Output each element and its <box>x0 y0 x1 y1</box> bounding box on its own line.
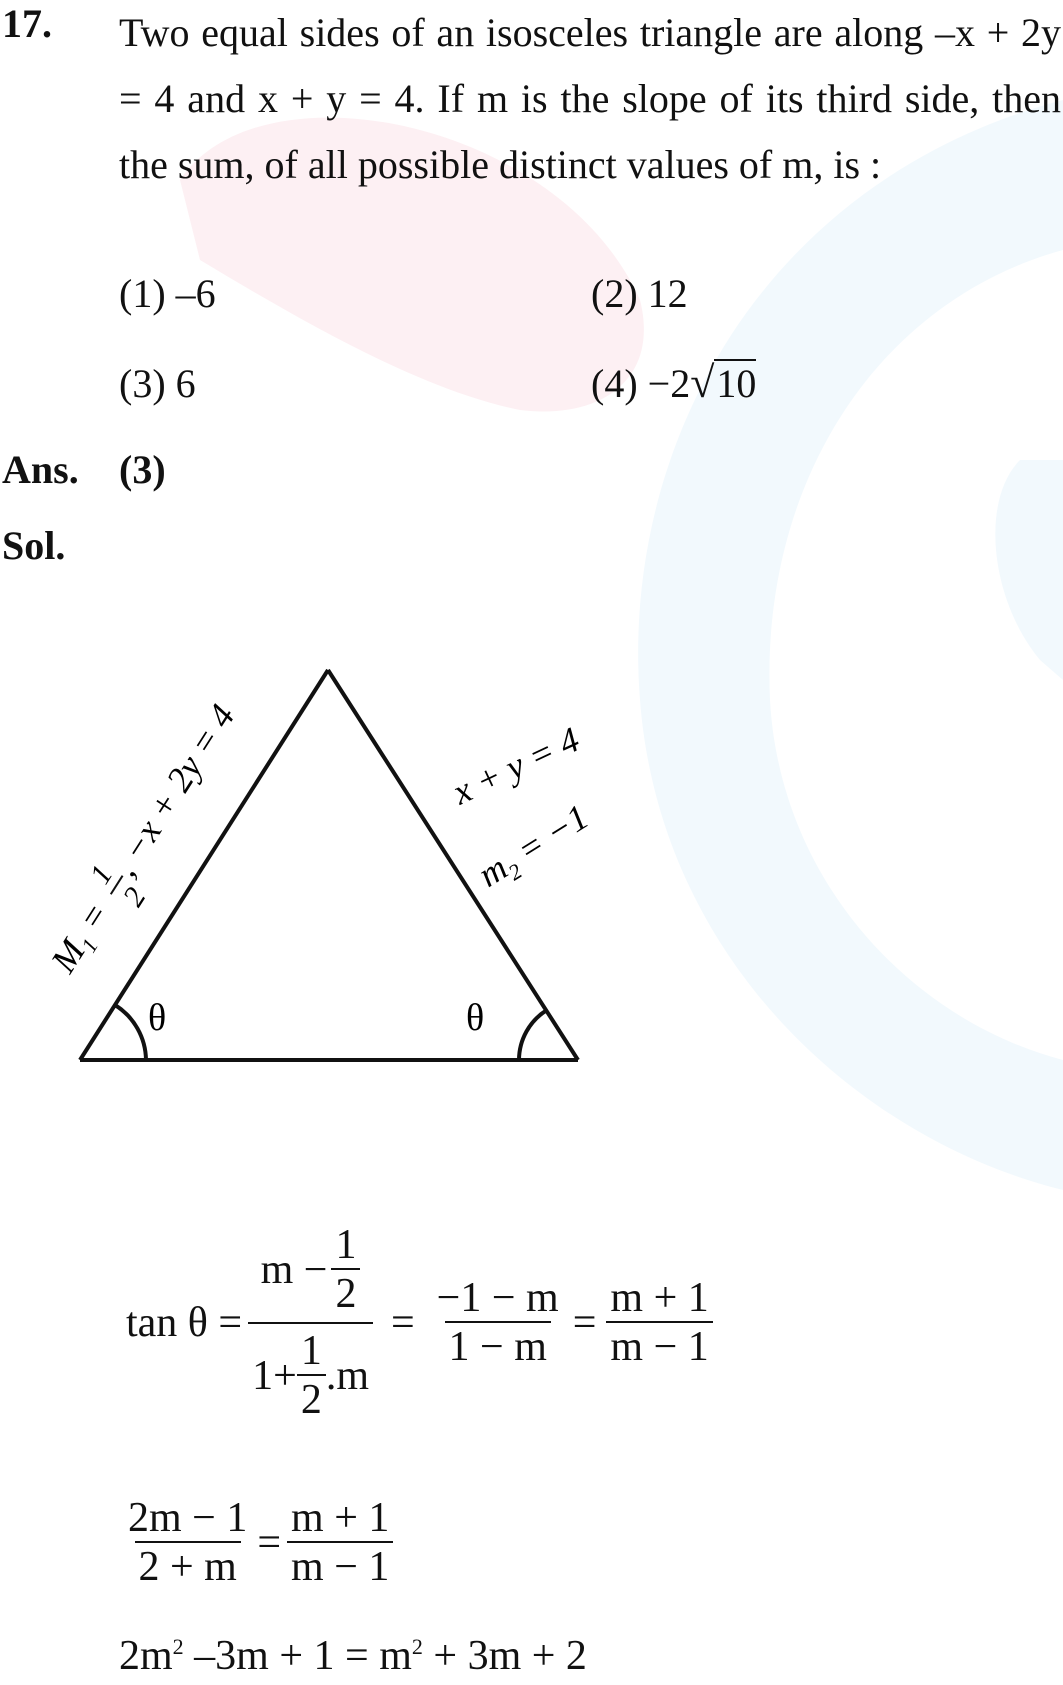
option-label: (3) <box>119 361 166 406</box>
solution-label: Sol. <box>2 523 66 568</box>
right-side <box>326 668 580 1062</box>
eq1-f2-denominator: 1 − m <box>444 1320 551 1371</box>
eq1-f1-numerator: m − 1 2 <box>257 1222 365 1322</box>
angle-arc-right <box>517 1008 549 1061</box>
eq2-equals: = <box>257 1520 282 1566</box>
eq1-fraction-3: m + 1 m − 1 <box>606 1274 713 1371</box>
option-2: (2) 12 <box>591 270 688 317</box>
eq1-equals-2: = <box>572 1300 597 1346</box>
triangle-figure: θ θ M1 = 1 2 , −x + 2y = 4 x + y = 4 m2 … <box>42 668 598 1062</box>
eq2-fraction-2: m + 1 m − 1 <box>287 1494 394 1591</box>
eq1-lhs: tan θ = <box>126 1300 243 1346</box>
option-value: −2 <box>647 361 691 406</box>
question-number: 17. <box>2 1 52 46</box>
option-label: (2) <box>591 271 638 316</box>
eq1-f1-den-frac-den: 2 <box>296 1374 326 1424</box>
left-slope-fraction-bar <box>109 875 124 895</box>
eq1-f2-numerator: −1 − m <box>436 1274 559 1321</box>
eq2-fraction-1: 2m − 1 2 + m <box>124 1495 251 1591</box>
option-value: 6 <box>175 361 196 406</box>
eq1-f1-num-frac-den: 2 <box>331 1267 361 1318</box>
angle-label-left: θ <box>148 997 166 1039</box>
eq3-term-b: –3m + 1 = m <box>183 1633 412 1679</box>
sqrt-symbol: √ <box>690 358 715 407</box>
eq3-term-a: 2m <box>119 1633 173 1679</box>
eq2-f1-numerator: 2m − 1 <box>128 1494 248 1541</box>
eq1-f1-den-fraction: 1 2 <box>296 1328 326 1424</box>
answer-value: (3) <box>119 447 166 492</box>
eq2-f2-numerator: m + 1 <box>291 1494 390 1541</box>
left-slope-denominator: 2 <box>117 882 153 912</box>
equation-tan-theta: tan θ = m − 1 2 1+ 1 2 .m = −1 − m 1 − m… <box>126 1208 713 1438</box>
left-side-label: M1 = 1 2 , −x + 2y = 4 <box>42 697 242 983</box>
equation-quadratic: 2m2 –3m + 1 = m2 + 3m + 2 <box>119 1632 587 1680</box>
option-radicand: 10 <box>714 359 757 406</box>
eq3-term-c: + 3m + 2 <box>422 1633 587 1679</box>
question-text: Two equal sides of an isosceles triangle… <box>119 10 1061 187</box>
angle-label-right: θ <box>466 997 484 1039</box>
svg-text:M1 =: M1 = <box>42 895 120 983</box>
option-1: (1) –6 <box>119 270 216 317</box>
eq1-f1-den-text: 1+ <box>252 1353 297 1400</box>
equation-cross: 2m − 1 2 + m = m + 1 m − 1 <box>124 1478 394 1608</box>
right-line-equation-group: x + y = 4 <box>446 719 586 813</box>
option-4: (4) −2√10 <box>591 357 757 408</box>
left-side <box>78 668 330 1062</box>
eq2-f2-denominator: m − 1 <box>287 1540 394 1591</box>
right-slope-group: m2 = −1 <box>471 796 598 899</box>
angle-arc-left <box>113 1003 148 1061</box>
eq3-sup-a: 2 <box>172 1634 184 1659</box>
eq1-fraction-2: −1 − m 1 − m <box>433 1275 563 1371</box>
eq1-equals-1: = <box>390 1300 415 1346</box>
eq1-f1-den-suffix: .m <box>325 1353 369 1400</box>
option-value: –6 <box>175 271 216 316</box>
option-3: (3) 6 <box>119 360 196 407</box>
eq1-f1-num-fraction: 1 2 <box>331 1221 361 1318</box>
eq2-f1-denominator: 2 + m <box>134 1540 241 1591</box>
option-label: (1) <box>119 271 166 316</box>
eq1-fraction-1: m − 1 2 1+ 1 2 .m <box>248 1222 373 1425</box>
left-slope-equals: = <box>65 895 117 945</box>
eq1-f1-den-frac-num: 1 <box>300 1328 322 1374</box>
eq1-f1-denominator: 1+ 1 2 .m <box>248 1322 373 1424</box>
eq1-f1-num-text: m − <box>260 1246 328 1293</box>
left-line-equation: , −x + 2y = 4 <box>104 697 242 883</box>
eq1-f3-denominator: m − 1 <box>606 1320 713 1371</box>
right-slope-value: = −1 <box>502 796 595 875</box>
right-line-equation: x + y = 4 <box>446 719 586 813</box>
eq3-sup-b: 2 <box>411 1634 423 1659</box>
option-label: (4) <box>591 361 638 406</box>
svg-text:m2 = −1: m2 = −1 <box>471 796 598 899</box>
answer-label: Ans. <box>2 447 79 492</box>
option-value: 12 <box>647 271 688 316</box>
eq1-f3-numerator: m + 1 <box>610 1274 709 1321</box>
eq1-f1-num-frac-num: 1 <box>335 1221 357 1268</box>
